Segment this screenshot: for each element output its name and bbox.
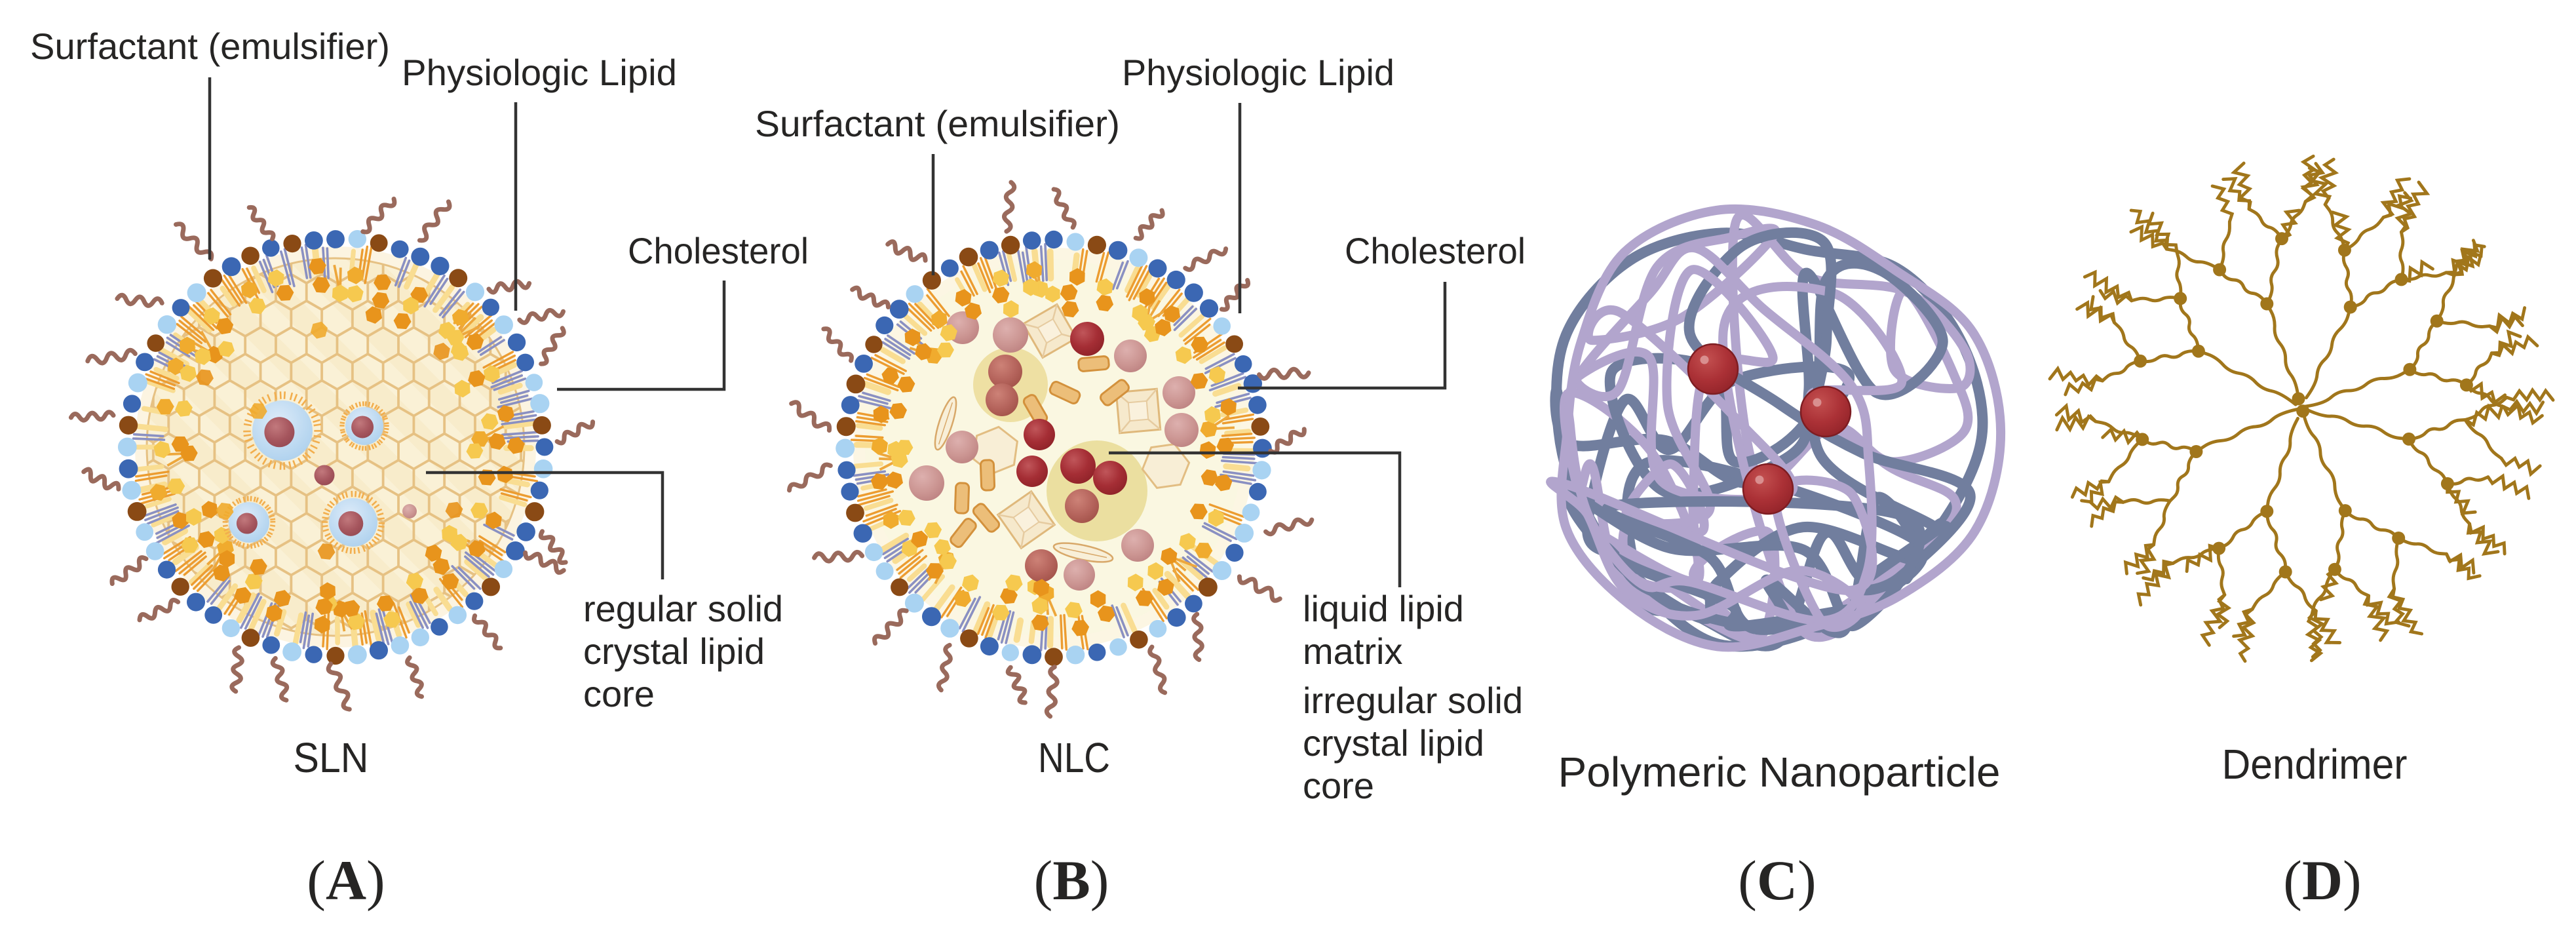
svg-text:(C): (C) (1738, 849, 1816, 912)
svg-text:Surfactant (emulsifier): Surfactant (emulsifier) (30, 26, 390, 67)
svg-text:core: core (583, 673, 655, 714)
svg-text:(A): (A) (307, 849, 385, 912)
svg-text:Physiologic Lipid: Physiologic Lipid (1122, 52, 1394, 93)
svg-text:liquid lipid: liquid lipid (1303, 588, 1464, 629)
svg-text:SLN: SLN (294, 734, 369, 781)
svg-text:(D): (D) (2283, 849, 2361, 912)
svg-text:Physiologic Lipid: Physiologic Lipid (402, 52, 677, 93)
svg-text:regular solid: regular solid (583, 588, 783, 629)
svg-text:Polymeric Nanoparticle: Polymeric Nanoparticle (1558, 749, 2001, 796)
svg-text:Cholesterol: Cholesterol (1345, 230, 1526, 271)
svg-text:Cholesterol: Cholesterol (628, 230, 809, 271)
svg-text:crystal lipid: crystal lipid (583, 631, 765, 672)
svg-text:matrix: matrix (1303, 631, 1402, 672)
svg-text:Dendrimer: Dendrimer (2222, 741, 2408, 788)
svg-text:Surfactant (emulsifier): Surfactant (emulsifier) (755, 103, 1120, 144)
svg-text:crystal lipid: crystal lipid (1303, 722, 1484, 764)
svg-text:NLC: NLC (1038, 734, 1110, 781)
svg-text:(B): (B) (1034, 849, 1109, 912)
svg-text:core: core (1303, 765, 1374, 806)
svg-text:irregular solid: irregular solid (1303, 680, 1523, 721)
